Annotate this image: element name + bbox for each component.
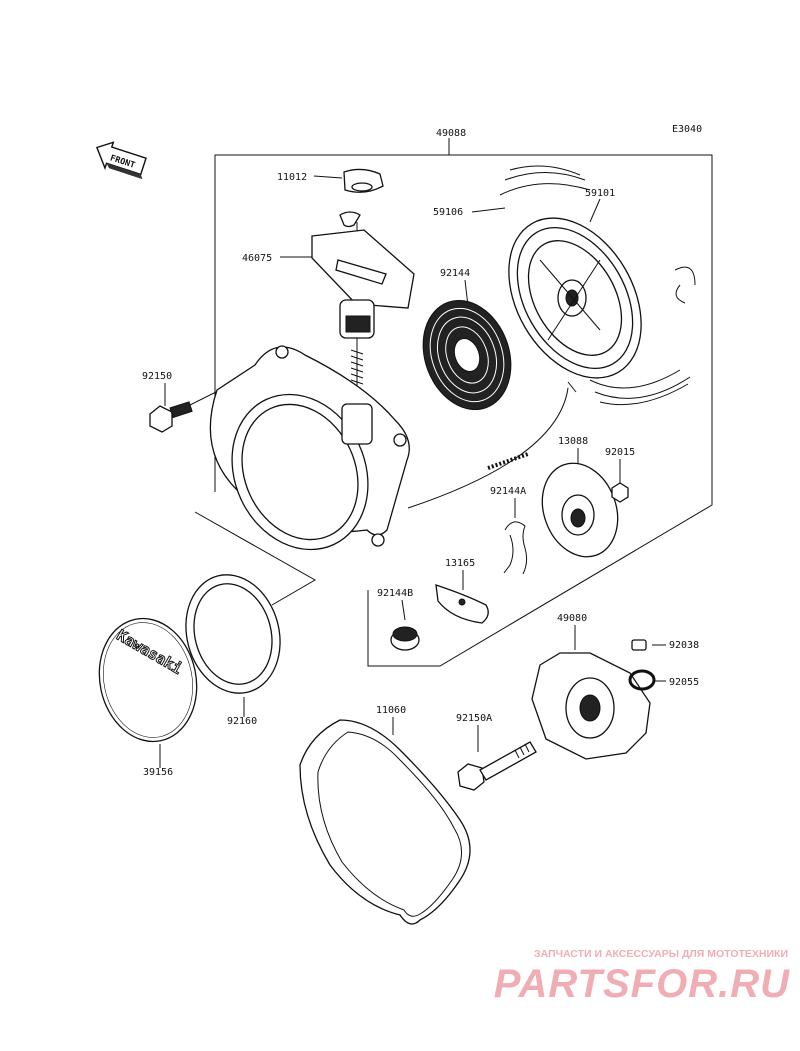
part-label-39156: 39156 [143,767,173,778]
part-label-92055: 92055 [669,677,699,688]
gasket-11060 [299,719,471,925]
cover-39156: Kawasaki [98,617,198,743]
part-label-13165: 13165 [445,558,475,569]
pulley-59101 [508,217,642,379]
starter-handle-46075 [311,211,415,410]
o-ring-92055 [628,669,656,691]
part-label-49088: 49088 [436,128,466,139]
part-label-92160: 92160 [227,716,257,727]
front-arrow-icon: FRONT [95,141,147,180]
part-label-92144B: 92144B [377,588,413,599]
part-label-92144A: 92144A [490,486,526,497]
bolt-92150A [457,741,537,791]
part-label-92144: 92144 [440,268,470,279]
part-label-49080: 49080 [557,613,587,624]
cap-11012 [343,168,384,193]
key-92038 [631,639,647,651]
part-label-92015: 92015 [605,447,635,458]
part-label-13088: 13088 [558,436,588,447]
part-label-11060: 11060 [376,705,406,716]
part-label-59106: 59106 [433,207,463,218]
ratchet-13088 [541,462,619,558]
bolt-92150 [149,401,193,433]
part-label-11012: 11012 [277,172,307,183]
part-label-46075: 46075 [242,253,272,264]
spring-clip-92144A [503,521,528,575]
drive-cup-49080 [531,652,651,760]
gasket-ring-92160 [185,574,281,694]
part-label-92150: 92150 [142,371,172,382]
recoil-housing [209,345,410,551]
spring-92144B [390,626,420,651]
part-label-59101: 59101 [585,188,615,199]
part-label-92150A: 92150A [456,713,492,724]
spiral-spring-92144 [422,299,512,411]
watermark-logo: PARTSFOR.RU [493,962,790,1006]
rope-59106 [407,165,696,509]
nut-92015 [611,482,629,503]
part-label-92038: 92038 [669,640,699,651]
watermark-tagline: ЗАПЧАСТИ И АКСЕССУАРЫ ДЛЯ МОТОТЕХНИКИ [534,948,788,960]
diagram-code: E3040 [672,124,702,135]
